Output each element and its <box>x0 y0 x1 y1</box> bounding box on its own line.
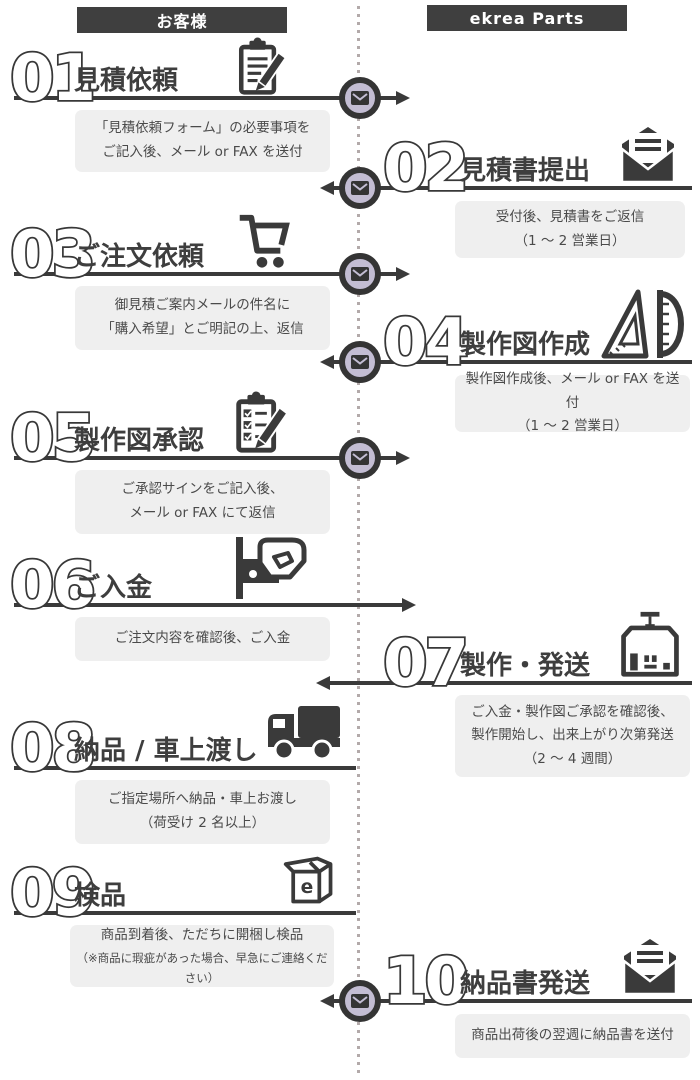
envelope-icon <box>351 451 369 465</box>
envelope-icon <box>351 355 369 369</box>
step-08-line <box>14 766 356 770</box>
step-01-line <box>14 96 396 100</box>
ekrea-parts-badge-label: ekrea Parts <box>469 8 585 28</box>
customer-badge-label: お客様 <box>156 12 208 31</box>
open-box-icon: e <box>283 856 333 904</box>
step-10-title: 納品書発送 <box>460 969 591 999</box>
envelope-icon <box>351 994 369 1008</box>
step-10-line <box>334 999 692 1003</box>
step-10-description: 商品出荷後の翌週に納品書を送付 <box>455 1014 690 1058</box>
step-01-number: 01 <box>8 42 98 116</box>
step-09-title: 検品 <box>74 881 127 911</box>
step-01-description: 「見積依頼フォーム」の必要事項を ご記入後、メール or FAX を送付 <box>75 110 330 172</box>
mail-open-icon <box>622 939 678 996</box>
step-04-line <box>334 360 692 364</box>
arrow-right-icon <box>402 598 416 612</box>
step-07-title: 製作・発送 <box>460 651 591 681</box>
envelope-icon <box>351 181 369 195</box>
step-02-title: 見積書提出 <box>460 156 591 186</box>
step-05-title: 製作図承認 <box>74 426 205 456</box>
step-02-description: 受付後、見積書をご返信 （1 ～ 2 営業日） <box>455 201 685 258</box>
mail-circle-icon <box>339 341 381 383</box>
step-09-description: 商品到着後、ただちに開梱し検品 （※商品に瑕疵があった場合、早急にご連絡ください… <box>70 925 334 987</box>
arrow-left-icon <box>320 181 334 195</box>
step-03-description: 御見積ご案内メールの件名に 「購入希望」とご明記の上、返信 <box>75 286 330 350</box>
step-02-number: 02 <box>381 132 471 206</box>
arrow-right-icon <box>396 267 410 281</box>
ekrea-parts-badge: ekrea Parts <box>427 5 627 31</box>
mail-circle-icon <box>339 253 381 295</box>
mail-circle-icon <box>339 77 381 119</box>
shopping-cart-icon <box>239 214 290 268</box>
envelope-icon <box>351 267 369 281</box>
step-08-number: 08 <box>8 712 98 786</box>
step-06-line <box>14 603 402 607</box>
delivery-truck-icon <box>268 706 340 761</box>
arrow-right-icon <box>396 451 410 465</box>
payment-hand-icon <box>236 537 307 599</box>
step-04-description: 製作図作成後、メール or FAX を送付 （1 ～ 2 営業日） <box>455 371 690 434</box>
step-08-description: ご指定場所へ納品・車上お渡し （荷受け 2 名以上） <box>75 780 330 844</box>
step-01-title: 見積依頼 <box>74 66 179 96</box>
step-09-number: 09 <box>8 857 98 931</box>
step-03-title: ご注文依頼 <box>74 242 205 272</box>
step-10-number: 10 <box>381 945 471 1019</box>
step-08-title: 納品 / 車上渡し <box>74 736 258 766</box>
step-09-line <box>14 911 356 915</box>
step-04-title: 製作図作成 <box>460 330 591 360</box>
step-03-number: 03 <box>8 218 98 292</box>
step-05-description: ご承認サインをご記入後、 メール or FAX にて返信 <box>75 470 330 534</box>
arrow-left-icon <box>320 994 334 1008</box>
svg-text:e: e <box>301 877 314 898</box>
step-05-number: 05 <box>8 402 98 476</box>
mail-circle-icon <box>339 167 381 209</box>
mail-circle-icon <box>339 980 381 1022</box>
step-02-line <box>334 186 692 190</box>
drafting-tools-icon <box>601 289 684 359</box>
step-07-description: ご入金・製作図ご承認を確認後、 製作開始し、出来上がり次第発送 （2 ～ 4 週… <box>455 695 690 777</box>
arrow-left-icon <box>320 355 334 369</box>
step-04-number: 04 <box>381 306 471 380</box>
center-dotted-line <box>357 6 360 1076</box>
step-06-title: ご入金 <box>74 573 153 603</box>
clipboard-pen-icon <box>238 37 287 95</box>
step-07-number: 07 <box>381 627 471 701</box>
factory-icon <box>621 611 679 677</box>
step-06-description: ご注文内容を確認後、ご入金 <box>75 617 330 661</box>
arrow-left-icon <box>316 676 330 690</box>
customer-badge: お客様 <box>77 7 287 33</box>
step-03-line <box>14 272 396 276</box>
envelope-icon <box>351 91 369 105</box>
arrow-right-icon <box>396 91 410 105</box>
step-05-line <box>14 456 396 460</box>
step-06-number: 06 <box>8 549 98 623</box>
mail-open-icon <box>620 127 676 184</box>
checklist-pen-icon <box>236 391 289 453</box>
mail-circle-icon <box>339 437 381 479</box>
step-07-line <box>330 681 692 685</box>
